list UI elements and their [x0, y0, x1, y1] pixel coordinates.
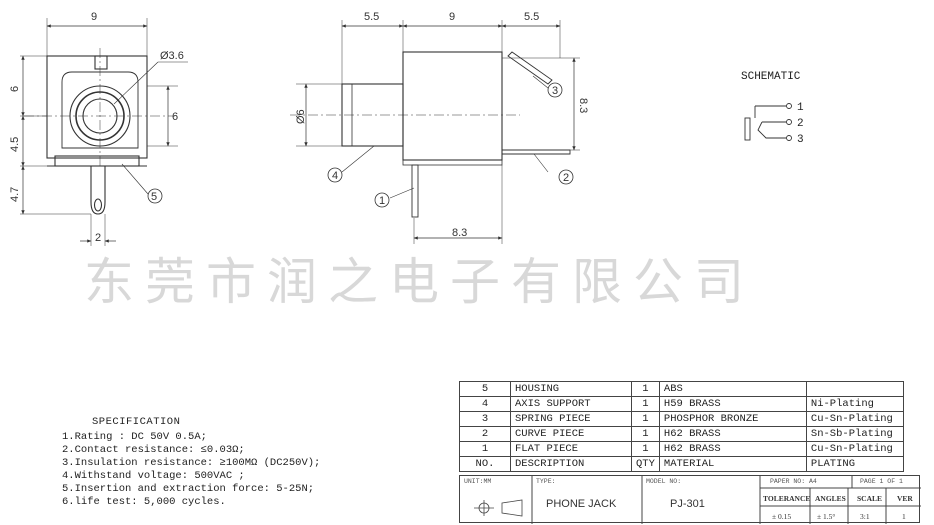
bom-qty: 1: [631, 411, 660, 427]
schematic-pin-3: 3: [797, 134, 804, 146]
model-value: PJ-301: [670, 498, 705, 510]
dim-bottom-8-3: 8.3: [452, 227, 467, 239]
front-view-labels: 9 Ø3.6 6 4.5 4.7 6 2 5: [9, 11, 184, 244]
dim-height-4-5: 4.5: [9, 137, 21, 152]
bom-material: H62 BRASS: [658, 441, 807, 457]
bom-header-no: NO.: [459, 456, 511, 472]
spec-item: 4.Withstand voltage: 500VAC ;: [62, 470, 245, 482]
ver-value: 1: [902, 512, 906, 521]
projection-symbol-icon: [474, 499, 523, 517]
bom-no: 4: [459, 396, 511, 412]
spec-item: 3.Insulation resistance: ≥100MΩ (DC250V)…: [62, 457, 321, 469]
side-view: [290, 20, 580, 244]
dim-height-8-3: 8.3: [577, 98, 589, 113]
bom-row: 4 AXIS SUPPORT 1 H59 BRASS Ni-Plating: [459, 396, 904, 412]
ver-label: VER: [897, 494, 913, 503]
dim-housing-9: 9: [449, 11, 455, 23]
scale-label: SCALE: [857, 494, 883, 503]
bom-plating: Ni-Plating: [805, 396, 904, 412]
spec-item: 6.life test: 5,000 cycles.: [62, 496, 226, 508]
bom-row: 2 CURVE PIECE 1 H62 BRASS Sn-Sb-Plating: [459, 426, 904, 442]
specification-block: SPECIFICATION 1.Rating : DC 50V 0.5A; 2.…: [62, 416, 320, 509]
callout-3: 3: [552, 85, 558, 97]
bom-qty: 1: [631, 381, 660, 397]
bom-header-desc: DESCRIPTION: [510, 456, 632, 472]
page-label: PAGE 1 OF 1: [860, 478, 903, 485]
bom-material: PHOSPHOR BRONZE: [658, 411, 807, 427]
bom-plating: Sn-Sb-Plating: [805, 426, 904, 442]
bom-qty: 1: [631, 426, 660, 442]
dim-width-9: 9: [91, 11, 97, 23]
unit-label: UNIT:MM: [464, 478, 492, 485]
callout-1: 1: [379, 195, 385, 207]
schematic: SCHEMATIC 1 2 3: [741, 71, 804, 146]
bom-header-qty: QTY: [631, 456, 660, 472]
bom-no: 5: [459, 381, 511, 397]
spec-item: 2.Contact resistance: ≤0.03Ω;: [62, 444, 245, 456]
spec-item: 5.Insertion and extraction force: 5-25N;: [62, 483, 315, 495]
title-block: UNIT:MM TYPE: PHONE JACK MODEL NO: PJ-30…: [459, 475, 921, 524]
bom-row: 3 SPRING PIECE 1 PHOSPHOR BRONZE Cu-Sn-P…: [459, 411, 904, 427]
spec-item: 1.Rating : DC 50V 0.5A;: [62, 431, 207, 443]
schematic-pin-1: 1: [797, 102, 804, 114]
model-label: MODEL NO:: [646, 478, 682, 485]
dim-pin-width: 2: [95, 232, 101, 244]
dim-height-4-7: 4.7: [9, 187, 21, 202]
bom-plating: [805, 381, 904, 397]
bom-qty: 1: [631, 396, 660, 412]
callout-2: 2: [563, 172, 569, 184]
bom-no: 1: [459, 441, 511, 457]
bom-desc: CURVE PIECE: [510, 426, 632, 442]
side-view-labels: 5.5 9 5.5 Ø6 8.3 8.3 1 2 3 4: [295, 11, 589, 239]
dim-pin-5-5: 5.5: [524, 11, 539, 23]
bom-desc: AXIS SUPPORT: [510, 396, 632, 412]
dim-dia-6: Ø6: [295, 109, 307, 124]
schematic-title: SCHEMATIC: [741, 71, 801, 83]
bom-material: ABS: [658, 381, 807, 397]
bom-desc: FLAT PIECE: [510, 441, 632, 457]
bom-header-row: NO. DESCRIPTION QTY MATERIAL PLATING: [459, 456, 904, 472]
front-view: [20, 18, 188, 246]
scale-value: 3:1: [860, 512, 870, 521]
bom-desc: HOUSING: [510, 381, 632, 397]
bom-plating: Cu-Sn-Plating: [805, 411, 904, 427]
dim-height-6: 6: [9, 86, 21, 92]
dim-bushing-5-5: 5.5: [364, 11, 379, 23]
bom-no: 3: [459, 411, 511, 427]
type-label: TYPE:: [536, 478, 556, 485]
dim-right-6: 6: [172, 111, 178, 123]
tolerance-value: ± 0.15: [772, 512, 792, 521]
callout-4: 4: [332, 170, 338, 182]
bom-plating: Cu-Sn-Plating: [805, 441, 904, 457]
bom-row: 1 FLAT PIECE 1 H62 BRASS Cu-Sn-Plating: [459, 441, 904, 457]
tolerance-label: TOLERANCE: [763, 494, 811, 503]
callout-5: 5: [151, 191, 157, 203]
dim-hole-dia: Ø3.6: [160, 50, 184, 62]
title-block-grid: [474, 476, 921, 524]
bom-table: 5 HOUSING 1 ABS 4 AXIS SUPPORT 1 H59 BRA…: [459, 381, 904, 472]
bom-header-plating: PLATING: [805, 456, 904, 472]
specification-title: SPECIFICATION: [92, 416, 181, 428]
bom-no: 2: [459, 426, 511, 442]
bom-material: H62 BRASS: [658, 426, 807, 442]
bom-qty: 1: [631, 441, 660, 457]
company-name-watermark: 东莞市润之电子有限公司: [84, 253, 755, 311]
angles-value: ± 1.5°: [817, 512, 836, 521]
schematic-pin-2: 2: [797, 118, 804, 130]
paper-label: PAPER NO: A4: [770, 478, 817, 485]
angles-label: ANGLES: [815, 494, 846, 503]
bom-material: H59 BRASS: [658, 396, 807, 412]
bom-desc: SPRING PIECE: [510, 411, 632, 427]
type-value: PHONE JACK: [546, 498, 617, 510]
bom-row: 5 HOUSING 1 ABS: [459, 381, 904, 397]
bom-header-material: MATERIAL: [658, 456, 807, 472]
